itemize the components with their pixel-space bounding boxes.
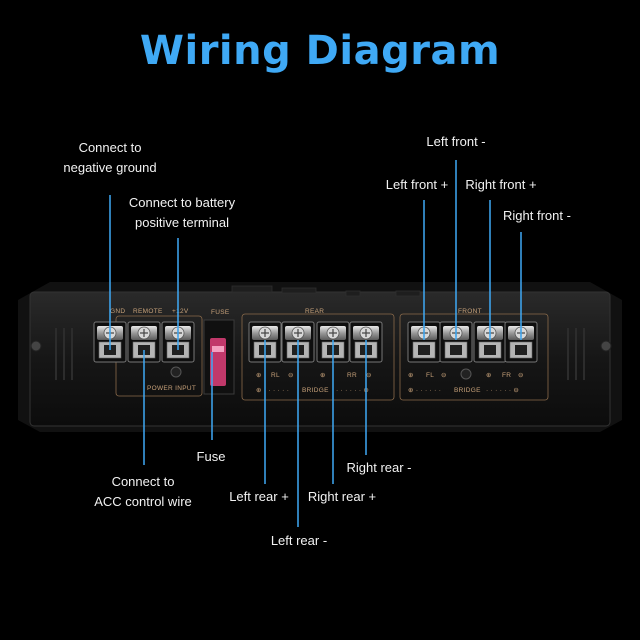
rl-print: RL bbox=[271, 372, 280, 379]
svg-text:⊕ · · · · · ·: ⊕ · · · · · · bbox=[408, 387, 441, 394]
front-bridge-print: BRIDGE bbox=[454, 387, 481, 394]
callout-lines bbox=[109, 160, 522, 527]
fuse-label: Fuse bbox=[196, 449, 226, 464]
rr-print: RR bbox=[347, 372, 357, 379]
svg-text:⊕ · · · · · ·: ⊕ · · · · · · bbox=[256, 387, 289, 394]
svg-text:· · · · · · ⊖: · · · · · · ⊖ bbox=[336, 387, 369, 394]
left-front-plus-label: Left front + bbox=[385, 177, 449, 192]
left-rear-minus-label: Left rear - bbox=[270, 533, 328, 548]
rear-channel-block: REAR ⊕ RL ⊖ ⊕ RR ⊖ BRIDGE ⊕ · · · · · · … bbox=[241, 308, 395, 401]
svg-text:⊕: ⊕ bbox=[256, 372, 262, 379]
right-rear-plus-label: Right rear + bbox=[307, 489, 377, 504]
power-input-print: POWER INPUT bbox=[147, 385, 196, 392]
gnd-print: GND bbox=[110, 308, 125, 315]
left-rear-plus-label: Left rear + bbox=[229, 489, 289, 504]
plus12v-print: +12V bbox=[172, 308, 189, 315]
remote-print: REMOTE bbox=[133, 308, 163, 315]
right-front-minus-label: Right front - bbox=[503, 208, 571, 223]
right-front-plus-label: Right front + bbox=[465, 177, 537, 192]
fr-print: FR bbox=[502, 372, 511, 379]
fuse-print: FUSE bbox=[211, 309, 230, 316]
svg-text:⊖: ⊖ bbox=[518, 372, 524, 379]
left-front-minus-label: Left front - bbox=[426, 134, 486, 149]
right-rear-minus-label: Right rear - bbox=[346, 460, 412, 475]
front-channel-block: FRONT ⊕ FL ⊖ ⊕ FR ⊖ BRIDGE ⊕ · · · · · ·… bbox=[399, 308, 549, 401]
fuse-block: FUSE bbox=[203, 309, 235, 395]
svg-text:⊕: ⊕ bbox=[486, 372, 492, 379]
page-title: Wiring Diagram bbox=[139, 28, 501, 74]
front-print: FRONT bbox=[458, 308, 482, 315]
svg-text:· · · · · · ⊖: · · · · · · ⊖ bbox=[486, 387, 519, 394]
svg-text:⊕: ⊕ bbox=[320, 372, 326, 379]
fl-print: FL bbox=[426, 372, 434, 379]
svg-text:⊖: ⊖ bbox=[288, 372, 294, 379]
rear-bridge-print: BRIDGE bbox=[302, 387, 329, 394]
svg-text:⊖: ⊖ bbox=[366, 372, 372, 379]
svg-text:⊕: ⊕ bbox=[408, 372, 414, 379]
svg-text:⊖: ⊖ bbox=[441, 372, 447, 379]
rear-print: REAR bbox=[305, 308, 324, 315]
fl-plus-terminal bbox=[407, 321, 441, 363]
